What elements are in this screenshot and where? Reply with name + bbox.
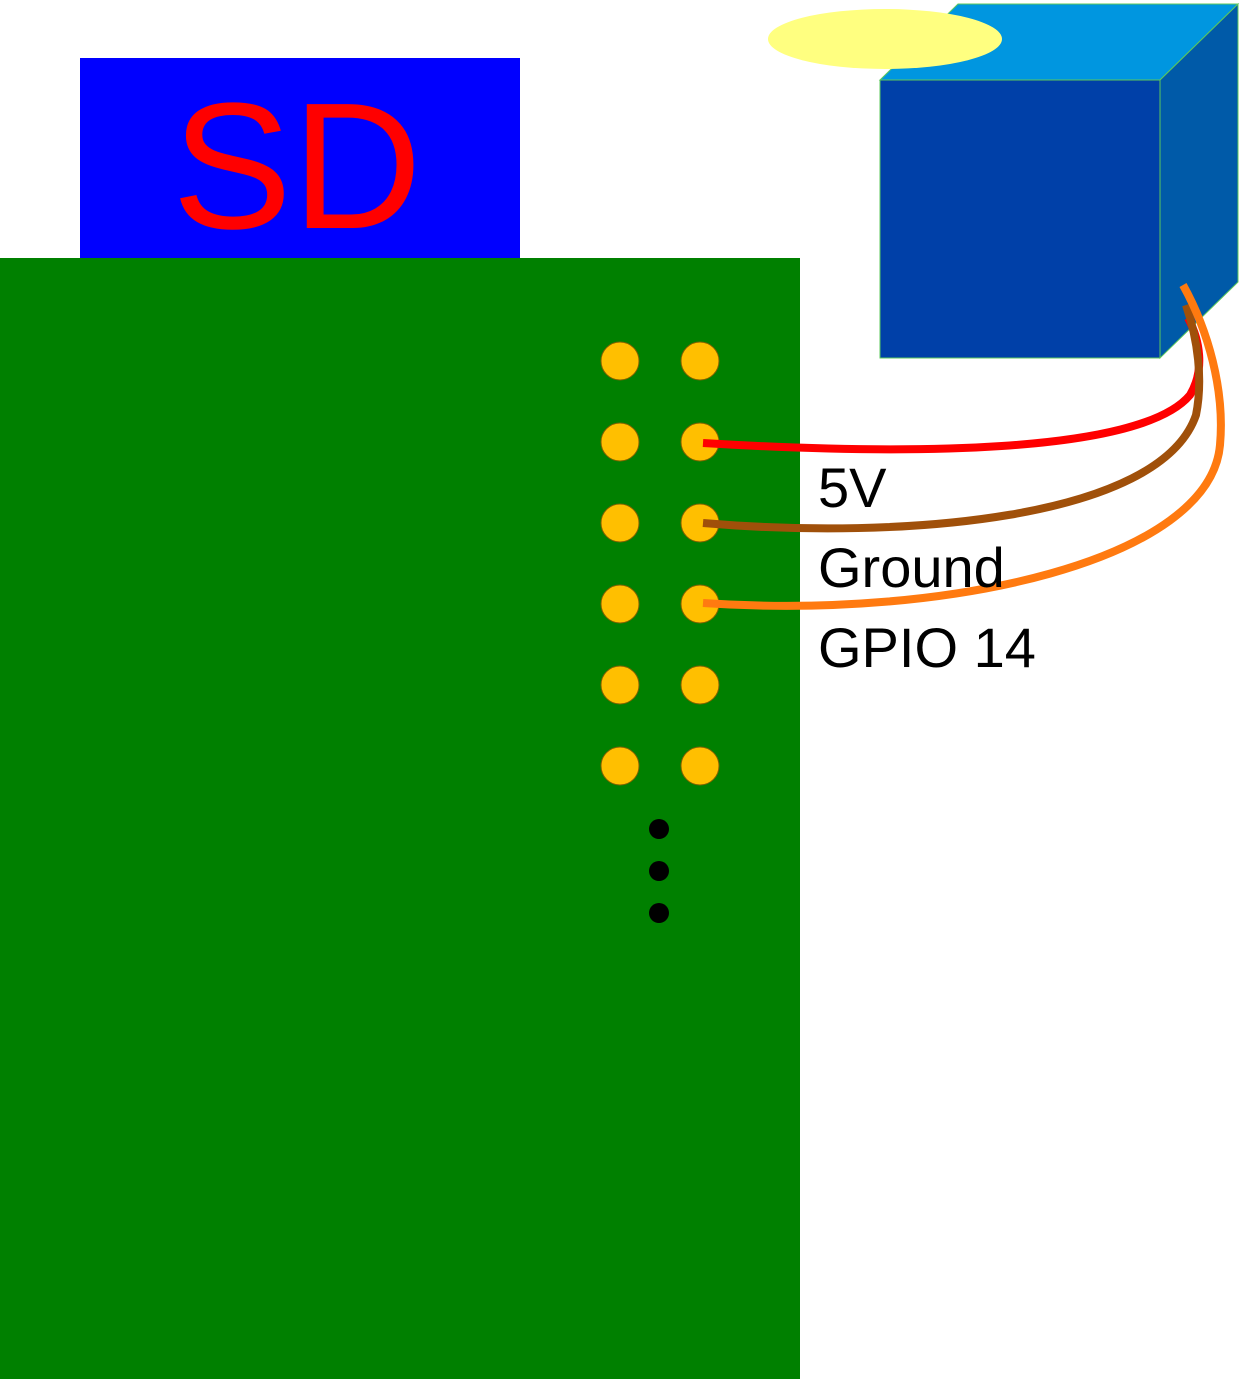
- gpio-pin: [680, 341, 720, 381]
- gpio-pin: [600, 422, 640, 462]
- gpio-pin: [600, 503, 640, 543]
- ellipsis-dot: [649, 903, 669, 923]
- gpio-pin: [600, 746, 640, 786]
- wire-label-ground: Ground: [818, 536, 1005, 599]
- raspberry-pi-board: [0, 258, 800, 1379]
- gpio-header: [600, 341, 720, 786]
- more-pins-ellipsis: [649, 819, 669, 923]
- gpio-pin: [680, 665, 720, 705]
- wire-ground: [702, 303, 1204, 533]
- sensor-front-face: [879, 79, 1161, 359]
- gpio-pin: [600, 584, 640, 624]
- gpio-pin: [600, 665, 640, 705]
- ellipsis-dot: [649, 861, 669, 881]
- gpio-pin: [680, 746, 720, 786]
- sensor-module: [768, 2, 1240, 360]
- wire-label-5v: 5V: [818, 456, 887, 519]
- sensor-lens: [768, 9, 1002, 69]
- wire-label-gpio-14: GPIO 14: [818, 616, 1036, 679]
- gpio-pin: [600, 341, 640, 381]
- sd-card: [80, 58, 520, 260]
- wire-gpio-14: [702, 283, 1225, 610]
- sd-card-label: SD: [172, 66, 422, 267]
- ellipsis-dot: [649, 819, 669, 839]
